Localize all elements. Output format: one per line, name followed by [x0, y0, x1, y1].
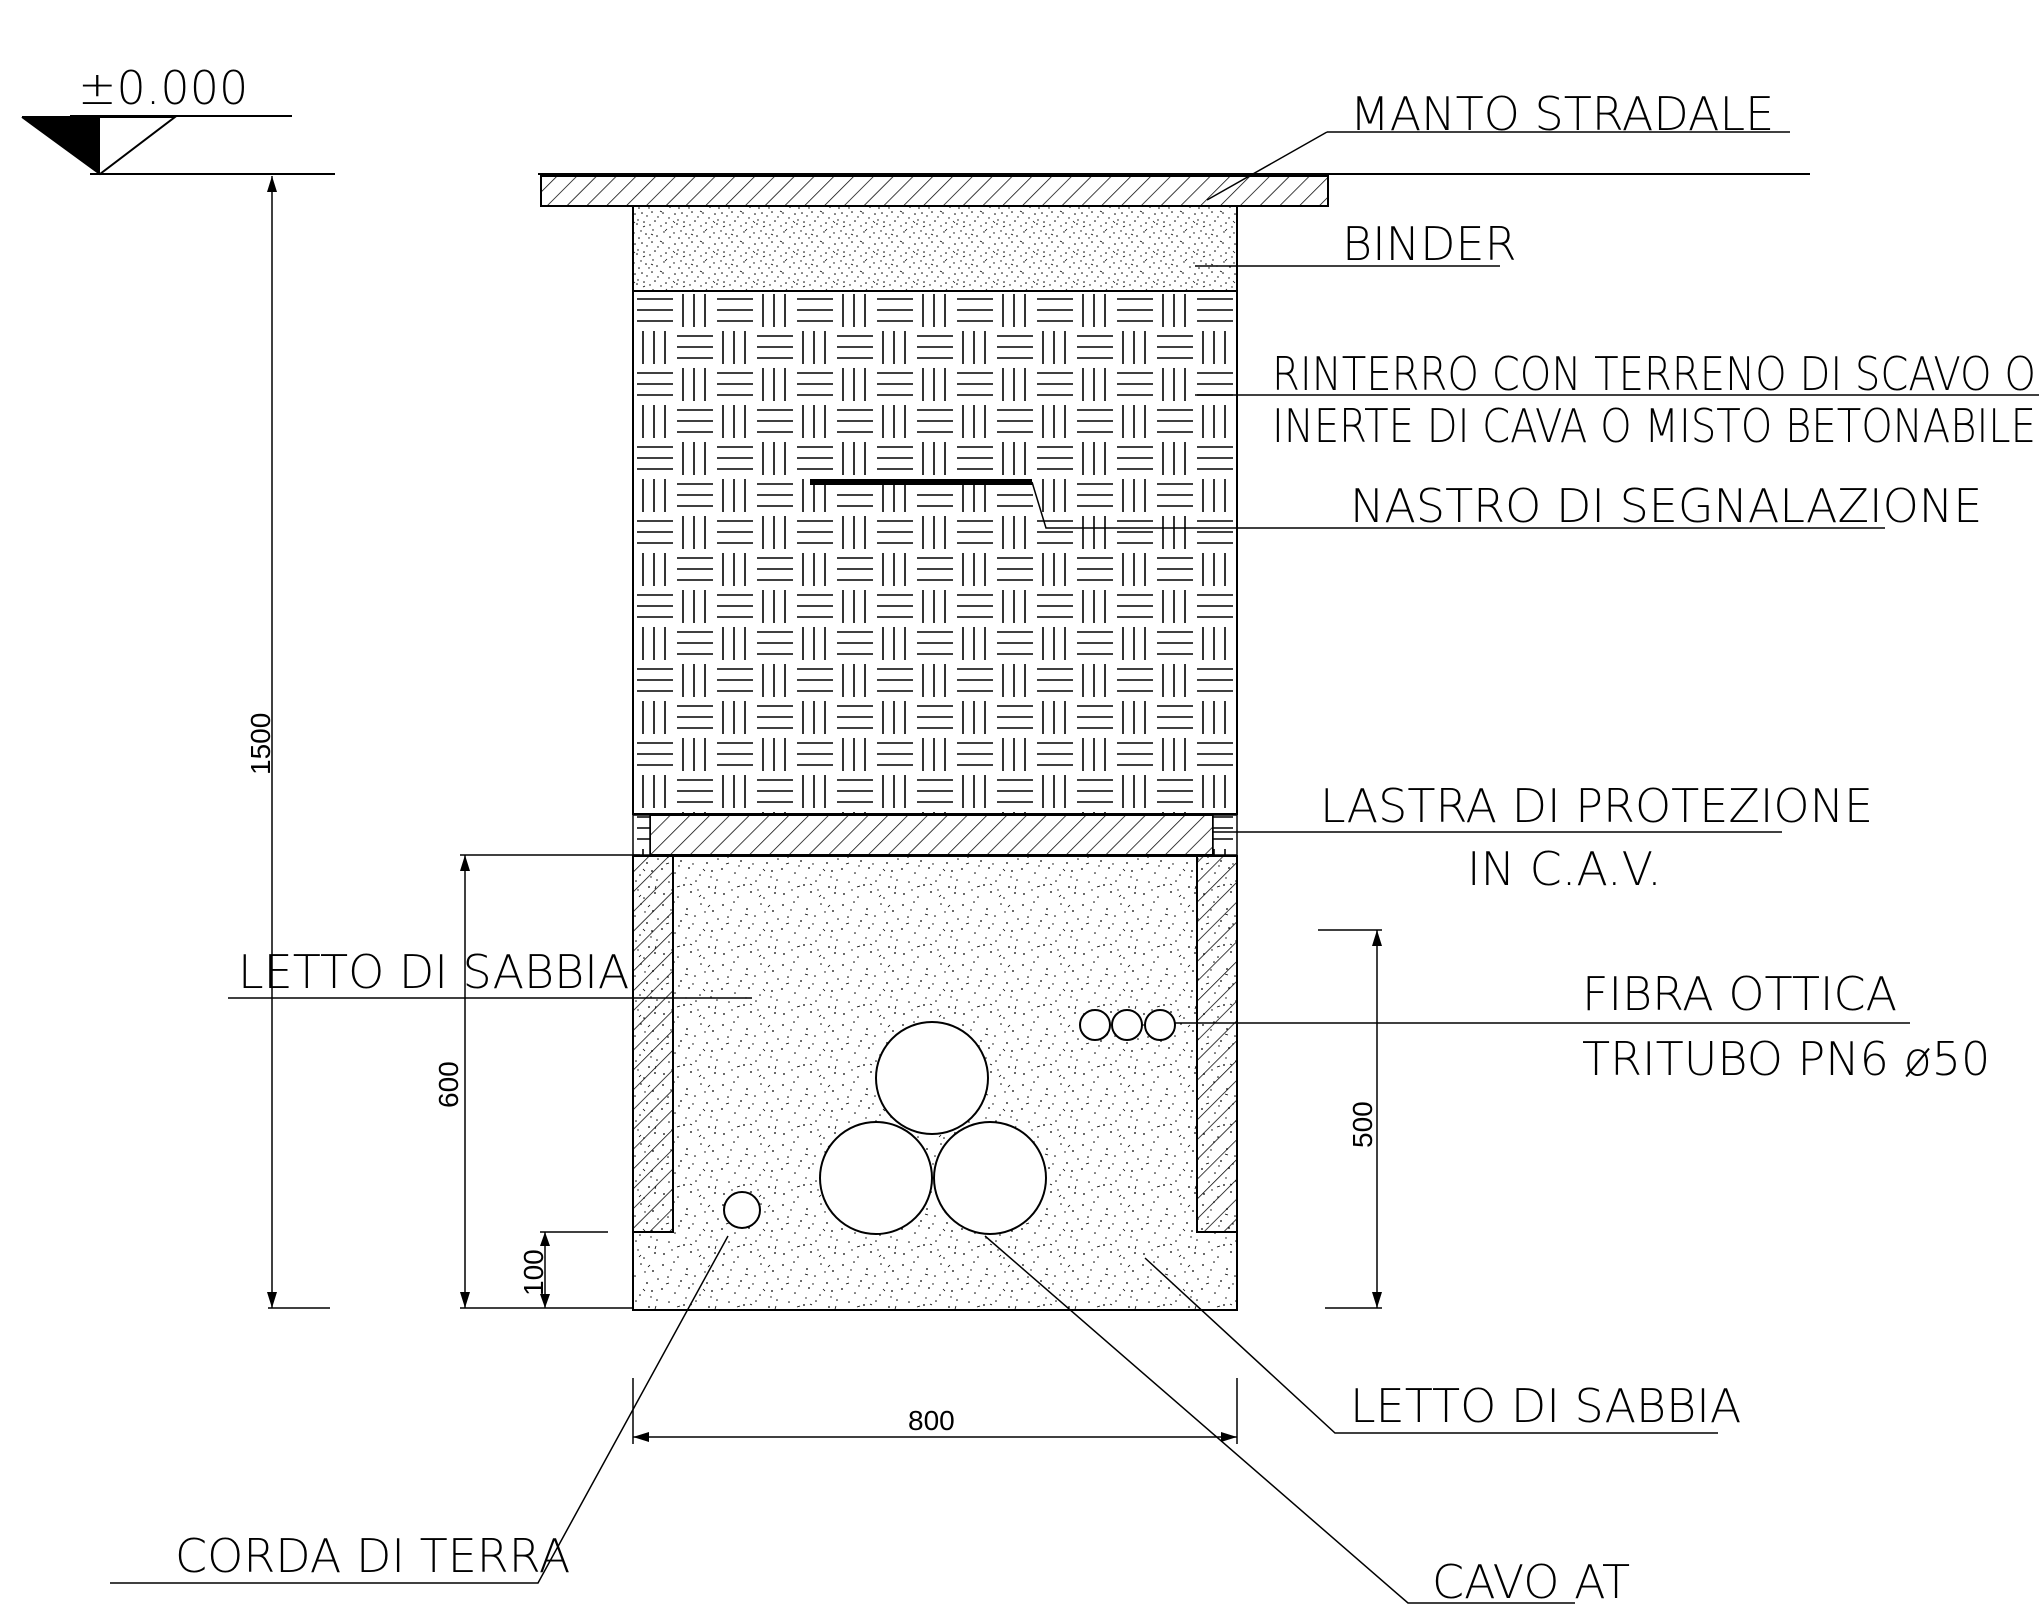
- label-corda-terra: CORDA DI TERRA: [175, 1529, 570, 1583]
- road-asphalt-layer: [540, 175, 1329, 207]
- binder-layer: [632, 205, 1238, 292]
- fiber-tube-2: [1111, 1009, 1143, 1041]
- slab-gap-right: [1212, 814, 1238, 856]
- dimension-cable-zone: 500: [1318, 929, 1382, 1309]
- leader-manto-stradale: MANTO STRADALE: [1206, 87, 1790, 201]
- leader-fibra: FIBRA OTTICA TRITUBO PN6 ø50: [1175, 967, 1990, 1086]
- label-cavo-at: CAVO AT: [1432, 1555, 1630, 1609]
- label-rinterro-line1: RINTERRO CON TERRENO DI SCAVO O: [1272, 347, 2036, 401]
- label-manto-stradale: MANTO STRADALE: [1350, 87, 1774, 141]
- side-wall-left: [632, 855, 674, 1233]
- label-nastro: NASTRO DI SEGNALAZIONE: [1350, 479, 1982, 533]
- label-letto-sabbia-left: LETTO DI SABBIA: [238, 945, 629, 999]
- hv-cable-right: [933, 1121, 1047, 1235]
- fiber-tritube: [1079, 1009, 1176, 1041]
- leader-nastro: NASTRO DI SEGNALAZIONE: [1031, 479, 1982, 533]
- dimension-cable-zone-text: 500: [1347, 1101, 1378, 1148]
- backfill-layer: [632, 290, 1238, 815]
- hv-cable-trefoil: [819, 1021, 1047, 1235]
- dimension-total-depth-text: 1500: [245, 713, 276, 775]
- label-lastra-line1: LASTRA DI PROTEZIONE: [1320, 779, 1873, 833]
- hv-cable-top: [875, 1021, 989, 1135]
- leader-corda-terra: CORDA DI TERRA: [110, 1235, 729, 1584]
- earth-conductor: [723, 1191, 761, 1229]
- dimension-sand-bed-text: 600: [433, 1061, 464, 1108]
- side-wall-right: [1196, 855, 1238, 1233]
- hv-cable-left: [819, 1121, 933, 1235]
- leader-binder: BINDER: [1195, 217, 1517, 271]
- protection-slab: [649, 814, 1214, 856]
- label-fibra-line2: TRITUBO PN6 ø50: [1582, 1032, 1990, 1086]
- leader-letto-sabbia-left: LETTO DI SABBIA: [228, 945, 752, 999]
- label-binder: BINDER: [1342, 217, 1517, 271]
- leader-cavo-at: CAVO AT: [984, 1235, 1630, 1609]
- fiber-tube-3: [1144, 1009, 1176, 1041]
- leader-letto-sabbia-bottom: LETTO DI SABBIA: [1144, 1257, 1741, 1434]
- fiber-tube-1: [1079, 1009, 1111, 1041]
- dimension-trench-width-text: 800: [908, 1405, 955, 1436]
- dimension-trench-width: 800: [632, 1378, 1238, 1444]
- label-letto-sabbia-bottom: LETTO DI SABBIA: [1350, 1379, 1741, 1433]
- level-mark-text: ±0.000: [78, 61, 248, 115]
- level-marker: ±0.000: [21, 61, 292, 176]
- label-fibra-line1: FIBRA OTTICA: [1582, 967, 1897, 1021]
- label-lastra-line2: IN C.A.V.: [1467, 842, 1662, 896]
- slab-gap-left: [632, 814, 651, 856]
- leader-rinterro: RINTERRO CON TERRENO DI SCAVO O INERTE D…: [1195, 347, 2039, 453]
- dimension-bottom-offset-text: 100: [518, 1249, 549, 1296]
- dimension-sand-bed: 600: [433, 854, 640, 1309]
- leader-lastra: LASTRA DI PROTEZIONE IN C.A.V.: [1213, 779, 1873, 896]
- label-rinterro-line2: INERTE DI CAVA O MISTO BETONABILE: [1272, 399, 2036, 453]
- dimension-bottom-offset: 100: [518, 1231, 608, 1308]
- dimension-total-depth: 1500: [245, 176, 330, 1309]
